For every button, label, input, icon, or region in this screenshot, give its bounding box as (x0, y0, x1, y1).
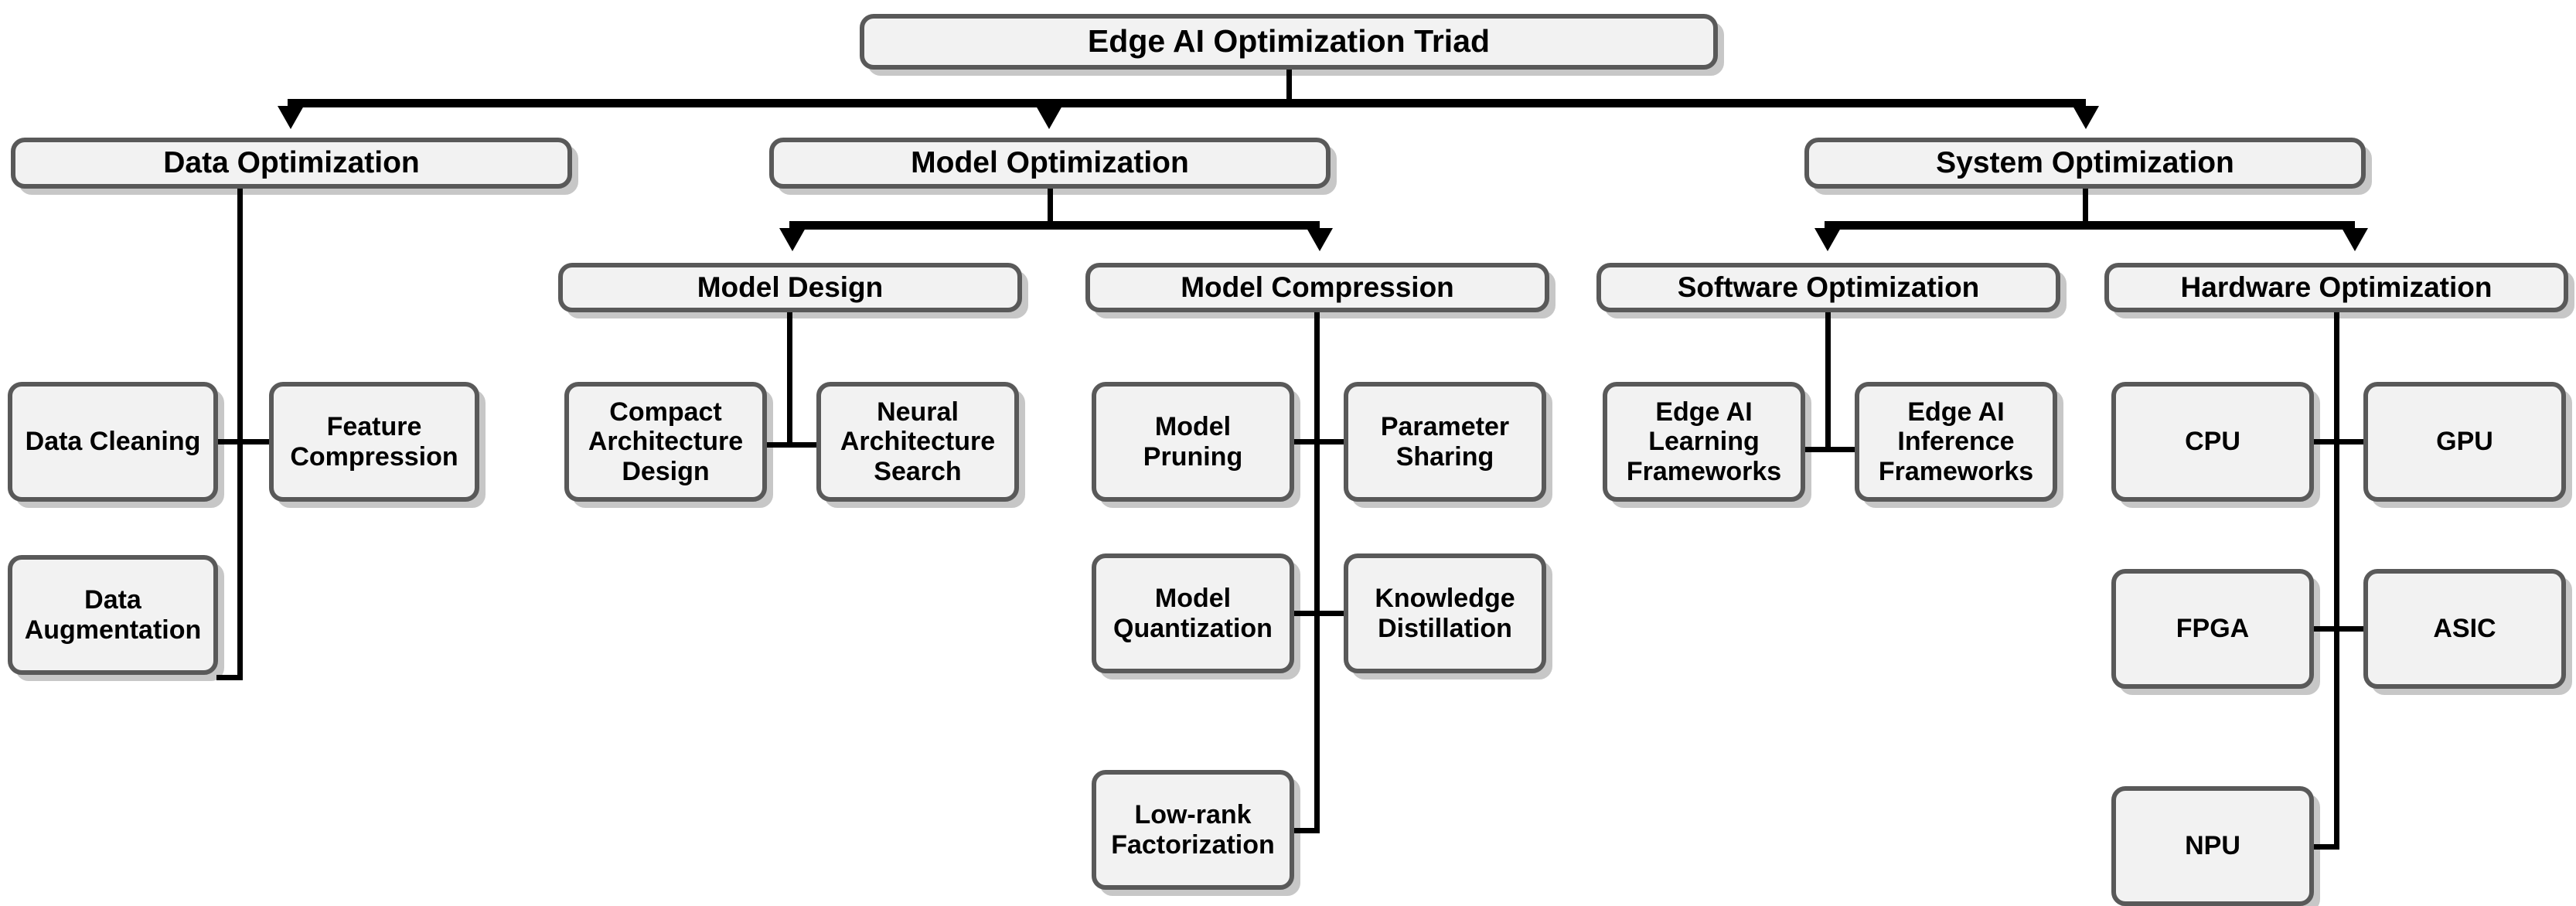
node-software-optimization[interactable]: Software Optimization (1596, 263, 2060, 312)
arrow-to-model-optimization (1036, 106, 1062, 129)
connector-asic (2334, 626, 2365, 632)
node-neural-architecture-search[interactable]: Neural Architecture Search (816, 382, 1019, 502)
connector-edge-ai-learning-frameworks (1804, 447, 1831, 452)
connector-bus-drop-left (288, 99, 293, 111)
node-label: Hardware Optimization (2180, 271, 2493, 304)
connector-gpu (2334, 439, 2365, 444)
connector-software-spine (1825, 312, 1831, 450)
node-feature-compression[interactable]: Feature Compression (269, 382, 479, 502)
node-label: Model Compression (1181, 271, 1454, 304)
node-model-optimization[interactable]: Model Optimization (769, 138, 1331, 189)
node-label: Feature Compression (290, 412, 458, 472)
node-model-compression[interactable]: Model Compression (1085, 263, 1549, 312)
node-model-quantization[interactable]: Model Quantization (1092, 553, 1294, 673)
node-label: Edge AI Optimization Triad (1087, 23, 1491, 60)
connector-root-bus (288, 99, 2086, 107)
connector-model-compression-spine (1314, 312, 1320, 833)
node-knowledge-distillation[interactable]: Knowledge Distillation (1344, 553, 1546, 673)
connector-fpga (2313, 626, 2339, 632)
node-label: Data Optimization (163, 146, 420, 180)
node-compact-architecture-design[interactable]: Compact Architecture Design (564, 382, 767, 502)
connector-data-cleaning (216, 439, 243, 444)
node-label: CPU (2185, 427, 2240, 457)
connector-system-bus-drop-right (2349, 221, 2355, 232)
connector-hardware-spine (2334, 312, 2339, 850)
arrow-to-hardware-optimization (2342, 228, 2368, 251)
node-parameter-sharing[interactable]: Parameter Sharing (1344, 382, 1546, 502)
connector-feature-compression (237, 439, 271, 444)
node-edge-ai-optimization-triad[interactable]: Edge AI Optimization Triad (860, 14, 1718, 70)
node-label: ASIC (2433, 614, 2496, 644)
connector-root-stem (1286, 70, 1292, 102)
node-label: Data Cleaning (25, 427, 201, 457)
connector-model-stem (1048, 189, 1053, 224)
connector-cpu (2313, 439, 2339, 444)
node-label: NPU (2185, 831, 2240, 861)
connector-system-bus (1825, 221, 2355, 230)
connector-parameter-sharing (1314, 439, 1345, 444)
arrow-to-software-optimization (1814, 228, 1841, 251)
node-model-design[interactable]: Model Design (558, 263, 1022, 312)
node-gpu[interactable]: GPU (2363, 382, 2566, 502)
connector-npu (2313, 844, 2339, 850)
node-data-cleaning[interactable]: Data Cleaning (8, 382, 218, 502)
node-fpga[interactable]: FPGA (2111, 569, 2314, 689)
connector-model-quantization (1293, 611, 1320, 616)
node-edge-ai-inference-frameworks[interactable]: Edge AI Inference Frameworks (1855, 382, 2057, 502)
connector-model-bus (789, 221, 1320, 230)
node-label: Neural Architecture Search (840, 397, 996, 486)
node-hardware-optimization[interactable]: Hardware Optimization (2104, 263, 2568, 312)
node-label: Model Optimization (911, 146, 1189, 180)
node-label: Parameter Sharing (1380, 412, 1510, 472)
node-label: Data Augmentation (24, 585, 202, 645)
connector-system-stem (2083, 189, 2088, 224)
connector-neural-architecture-search (787, 442, 818, 448)
node-label: Knowledge Distillation (1375, 584, 1515, 643)
node-data-augmentation[interactable]: Data Augmentation (8, 555, 218, 675)
node-cpu[interactable]: CPU (2111, 382, 2314, 502)
node-label: System Optimization (1936, 146, 2234, 180)
connector-edge-ai-inference-frameworks (1825, 447, 1856, 452)
node-label: GPU (2436, 427, 2493, 457)
connector-compact-architecture-design (766, 442, 792, 448)
connector-low-rank-factorization (1293, 828, 1320, 833)
node-npu[interactable]: NPU (2111, 786, 2314, 906)
connector-model-bus-drop-right (1314, 221, 1320, 232)
node-data-optimization[interactable]: Data Optimization (11, 138, 572, 189)
node-label: Model Quantization (1113, 584, 1273, 643)
arrow-to-system-optimization (2073, 106, 2099, 129)
arrow-to-model-compression (1307, 228, 1333, 251)
node-label: Low-rank Factorization (1111, 800, 1275, 860)
connector-data-spine (237, 189, 243, 680)
connector-model-pruning (1293, 439, 1320, 444)
node-system-optimization[interactable]: System Optimization (1804, 138, 2366, 189)
connector-data-augmentation (216, 675, 243, 680)
node-label: Model Pruning (1143, 412, 1243, 472)
node-edge-ai-learning-frameworks[interactable]: Edge AI Learning Frameworks (1603, 382, 1805, 502)
node-label: Software Optimization (1677, 271, 1980, 304)
connector-model-design-spine (787, 312, 792, 445)
arrow-to-data-optimization (278, 106, 304, 129)
connector-model-bus-drop-left (789, 221, 795, 232)
connector-bus-drop-mid (1046, 99, 1051, 111)
arrow-to-model-design (779, 228, 806, 251)
connector-system-bus-drop-left (1825, 221, 1830, 232)
node-label: FPGA (2176, 614, 2250, 644)
node-asic[interactable]: ASIC (2363, 569, 2566, 689)
node-model-pruning[interactable]: Model Pruning (1092, 382, 1294, 502)
node-label: Compact Architecture Design (588, 397, 744, 486)
node-label: Edge AI Learning Frameworks (1626, 397, 1782, 486)
connector-bus-drop-right (2080, 99, 2086, 111)
node-label: Model Design (697, 271, 884, 304)
connector-knowledge-distillation (1314, 611, 1345, 616)
node-low-rank-factorization[interactable]: Low-rank Factorization (1092, 770, 1294, 890)
node-label: Edge AI Inference Frameworks (1878, 397, 2034, 486)
